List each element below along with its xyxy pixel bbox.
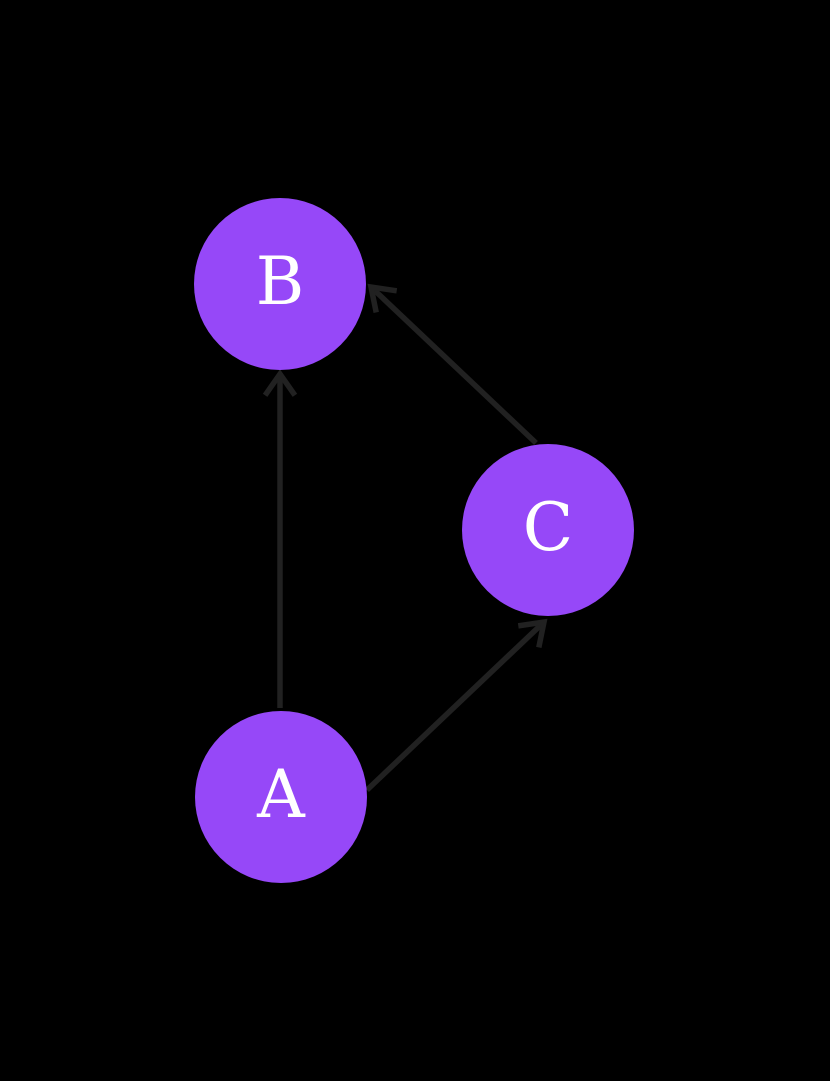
- node-label: A: [257, 756, 305, 833]
- arrowhead-icon: [517, 618, 548, 649]
- edge-c-to-b: [367, 283, 538, 445]
- node-label: C: [522, 489, 574, 566]
- edge-a-to-c: [365, 618, 548, 792]
- graph-node-c[interactable]: C: [462, 444, 634, 616]
- arrowhead-icon: [367, 283, 398, 314]
- node-label: B: [255, 243, 305, 320]
- edge-a-to-b: [262, 369, 298, 708]
- edge-line: [369, 285, 538, 445]
- arrowhead-icon: [262, 369, 298, 397]
- edge-line: [365, 620, 546, 792]
- graph-node-b[interactable]: B: [194, 198, 366, 370]
- graph-node-a[interactable]: A: [195, 711, 367, 883]
